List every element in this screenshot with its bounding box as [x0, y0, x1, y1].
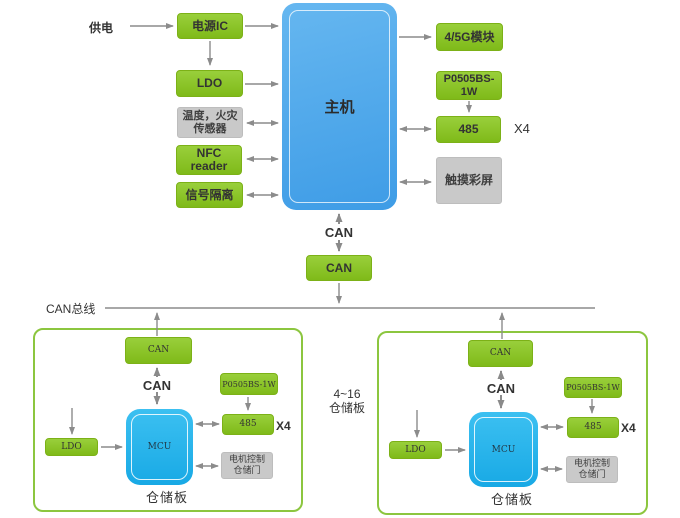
- can-link-label-right-board: CAN: [486, 381, 516, 396]
- mcu-box-left-board: MCU: [126, 409, 193, 485]
- motor-line2: 仓储门: [578, 469, 606, 480]
- p0505bs-box-top: P0505BS- 1W: [436, 71, 502, 100]
- mcu-inner-frame: [474, 417, 533, 482]
- temp-fire-line2: 传感器: [193, 122, 227, 135]
- mcu-box-right-board: MCU: [469, 412, 538, 487]
- motor-line1: 电机控制: [228, 454, 265, 465]
- temp-fire-line1: 温度，火灾: [182, 109, 238, 122]
- nfc-reader-box: NFC reader: [176, 145, 242, 175]
- ldo-box-right-board: LDO: [389, 441, 442, 459]
- host-inner-frame: [289, 10, 390, 203]
- signal-isolation-box: 信号隔离: [176, 182, 243, 208]
- touch-screen-box: 触摸彩屏: [436, 157, 502, 204]
- can-box-right-board: CAN: [468, 340, 533, 367]
- board-count-note: 4~16 仓储板: [324, 387, 370, 415]
- ldo-box-left-board: LDO: [45, 438, 98, 456]
- temp-fire-sensor-box: 温度，火灾 传感器: [177, 107, 243, 138]
- can-box-left-board: CAN: [125, 337, 192, 364]
- board-caption-left: 仓储板: [145, 490, 188, 505]
- power-ic-box: 电源IC: [177, 13, 243, 39]
- mcu-label: MCU: [491, 444, 516, 455]
- motor-control-box-right-board: 电机控制 仓储门: [566, 456, 618, 483]
- motor-line1: 电机控制: [573, 458, 610, 469]
- rs485-box-top: 485: [436, 116, 501, 143]
- board-caption-right: 仓储板: [490, 492, 533, 507]
- mcu-label: MCU: [147, 442, 172, 452]
- rs485-box-left-board: 485: [222, 414, 274, 435]
- nfc-line2: reader: [190, 159, 228, 173]
- host-label: 主机: [324, 99, 355, 116]
- board-count-line2: 仓储板: [328, 401, 365, 415]
- can-bus-label: CAN总线: [46, 302, 96, 316]
- x4-label-right-board: X4: [621, 421, 636, 435]
- x4-label-left-board: X4: [276, 419, 291, 433]
- can-link-label-host: CAN: [324, 225, 354, 240]
- p0505bs-box-right-board: P0505BS-1W: [564, 377, 622, 398]
- power-supply-label: 供电: [88, 21, 113, 35]
- x4-label-top: X4: [514, 121, 530, 136]
- motor-line2: 仓储门: [233, 465, 261, 476]
- mcu-inner-frame: [131, 414, 188, 480]
- can-box-middle: CAN: [306, 255, 372, 281]
- module-4-5g-box: 4/5G模块: [436, 23, 503, 51]
- board-count-line1: 4~16: [333, 387, 361, 401]
- host-box: 主机: [282, 3, 397, 210]
- motor-control-box-left-board: 电机控制 仓储门: [221, 452, 273, 479]
- nfc-line1: NFC: [196, 146, 222, 160]
- rs485-box-right-board: 485: [567, 417, 619, 438]
- p0505bs-line1: P0505BS-: [443, 72, 495, 85]
- p0505bs-box-left-board: P0505BS-1W: [220, 373, 278, 395]
- p0505bs-line2: 1W: [460, 85, 478, 98]
- can-link-label-left-board: CAN: [142, 378, 172, 393]
- ldo-box: LDO: [176, 70, 243, 97]
